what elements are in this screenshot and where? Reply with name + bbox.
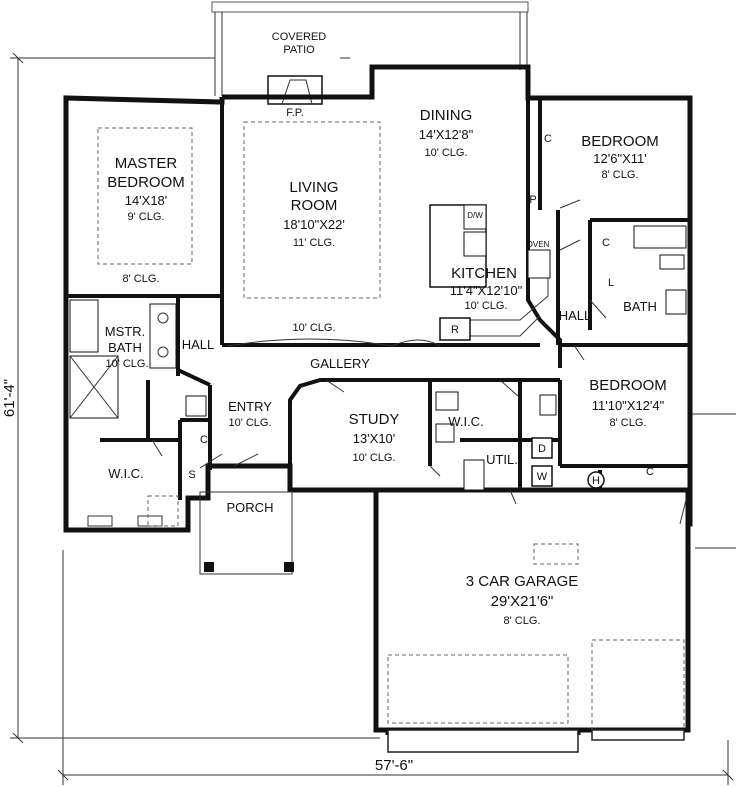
master-bath-line2: BATH: [108, 340, 142, 355]
master-bath-ceiling: 10' CLG.: [105, 358, 148, 370]
dining-ceiling: 10' CLG.: [424, 147, 467, 159]
bedroom-2-size: 12'6"X11': [593, 151, 646, 166]
master-bedroom-label: MASTER BEDROOM 14'X18' 9' CLG. 8' CLG.: [107, 155, 185, 285]
bedroom-2-name: BEDROOM: [581, 133, 659, 150]
garage-ceiling: 8' CLG.: [504, 615, 541, 627]
master-bedroom-ceiling: 9' CLG.: [128, 211, 165, 223]
fixture-labels: C P C L C S C D/W OVEN R D W H: [188, 133, 654, 487]
study-size: 13'X10': [353, 431, 396, 446]
bedroom-3-ceiling: 8' CLG.: [610, 417, 647, 429]
utility-label: UTIL.: [486, 452, 518, 467]
bath-label: BATH: [623, 299, 657, 314]
entry-label: ENTRY 10' CLG.: [228, 399, 272, 429]
storage-label: S: [188, 469, 195, 481]
closet-label-4: C: [646, 466, 654, 478]
garage-size: 29'X21'6": [491, 593, 554, 610]
gallery-label: GALLERY: [310, 356, 370, 371]
refrigerator-label: R: [451, 324, 459, 336]
bedroom-3-label: BEDROOM 11'10"X12'4" 8' CLG.: [589, 377, 667, 429]
dining-name: DINING: [420, 107, 473, 124]
dryer-label: D: [538, 443, 546, 455]
master-bedroom-line2: BEDROOM: [107, 174, 185, 191]
dining-size: 14'X12'8": [419, 127, 474, 142]
bedroom-2-label: BEDROOM 12'6"X11' 8' CLG.: [581, 133, 659, 181]
master-bath-label: MSTR. BATH 10' CLG.: [105, 324, 149, 370]
wic-small-label: W.I.C.: [448, 414, 483, 429]
porch-label: PORCH: [227, 500, 274, 515]
living-room-line1: LIVING: [289, 179, 338, 196]
fireplace: [267, 75, 323, 105]
covered-label: COVERED: [272, 31, 326, 43]
garage-name: 3 CAR GARAGE: [466, 573, 579, 590]
master-bedroom-line1: MASTER: [115, 155, 178, 172]
pantry-label: P: [529, 194, 536, 206]
kitchen-ceiling: 10' CLG.: [464, 300, 507, 312]
bedroom-3-name: BEDROOM: [589, 377, 667, 394]
living-room-size: 18'10"X22': [283, 217, 345, 232]
bath-fixtures: [69, 225, 687, 443]
master-bath-line1: MSTR.: [105, 324, 145, 339]
linen-label: L: [608, 277, 614, 289]
living-room-line2: ROOM: [291, 197, 338, 214]
fireplace-label: F.P.: [286, 107, 304, 119]
living-room-ceiling: 11' CLG.: [293, 237, 335, 249]
bedroom-3-size: 11'10"X12'4": [592, 398, 665, 413]
study-ceiling: 10' CLG.: [352, 452, 395, 464]
garage-doors: [387, 639, 685, 753]
width-dimension-label: 57'-6": [375, 757, 413, 774]
entry-name: ENTRY: [228, 399, 272, 414]
entry-ceiling: 10' CLG.: [228, 417, 271, 429]
interior-walls: [66, 98, 690, 500]
depth-dimension-label: 61'-4": [1, 379, 18, 417]
bedroom-2-ceiling: 8' CLG.: [602, 169, 639, 181]
water-heater-label: H: [592, 475, 600, 487]
door-swings: [151, 199, 687, 525]
oven-label: OVEN: [527, 240, 550, 249]
porch: [199, 491, 294, 575]
hall-left-label: HALL: [182, 337, 215, 352]
utility-fixtures: [87, 394, 605, 527]
covered-patio: [211, 1, 529, 96]
washer-label: W: [537, 471, 548, 483]
wic-master-label: W.I.C.: [108, 466, 143, 481]
garage-label: 3 CAR GARAGE 29'X21'6" 8' CLG.: [466, 573, 579, 627]
dishwasher-label: D/W: [467, 211, 483, 220]
closet-label-1: C: [544, 133, 552, 145]
living-room-ceiling-below: 10' CLG.: [292, 322, 335, 334]
study-label: STUDY 13'X10' 10' CLG.: [349, 411, 400, 464]
closet-label-2: C: [602, 237, 610, 249]
hall-right-label: HALL: [559, 308, 592, 323]
kitchen-name: KITCHEN: [451, 265, 517, 282]
dimension-lines: [10, 52, 736, 785]
patio-label-text: PATIO: [283, 44, 315, 56]
kitchen-size: 11'4"X12'10": [450, 283, 523, 298]
patio-label: COVERED PATIO: [272, 31, 326, 56]
master-bedroom-size: 14'X18': [125, 193, 168, 208]
dining-label: DINING 14'X12'8" 10' CLG.: [419, 107, 474, 159]
kitchen-label: KITCHEN 11'4"X12'10" 10' CLG.: [450, 265, 523, 312]
living-room-label: LIVING ROOM 18'10"X22' 11' CLG. 10' CLG.: [283, 179, 345, 334]
kitchen-counters: [429, 204, 551, 341]
closet-label-3: C: [200, 434, 208, 446]
study-name: STUDY: [349, 411, 400, 428]
ceiling-outlines: [97, 121, 579, 565]
master-bedroom-ceiling-below: 8' CLG.: [123, 273, 160, 285]
